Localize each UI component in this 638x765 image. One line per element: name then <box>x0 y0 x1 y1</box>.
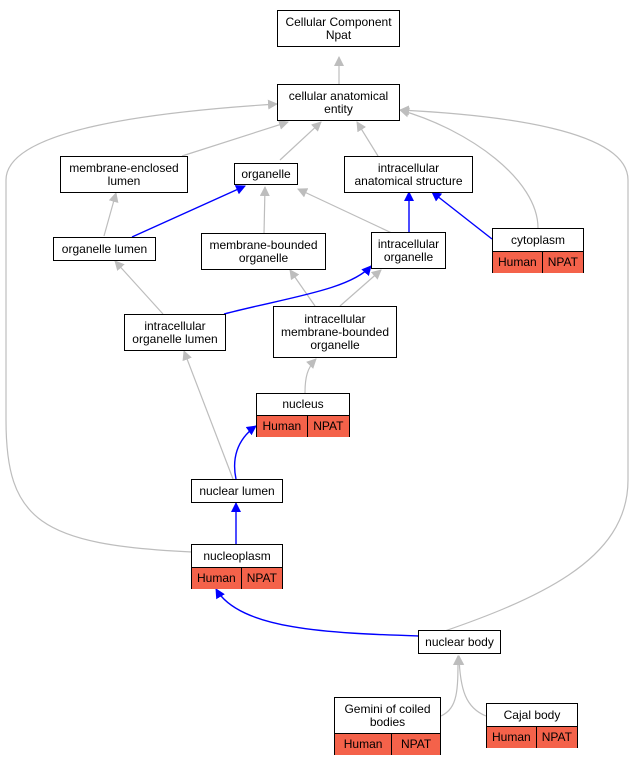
node-label-line: Cellular Component <box>285 14 392 29</box>
node-intracellular-membrane-bounded-organelle[interactable]: intracellular membrane-bounded organelle <box>273 306 397 358</box>
node-membrane-enclosed-lumen[interactable]: membrane-enclosed lumen <box>60 156 188 193</box>
node-label-line: intracellular <box>304 311 366 326</box>
edge-nucleoplasm-cae <box>5 99 278 553</box>
annotation-tag-gene: NPAT <box>541 252 584 273</box>
node-gemini-of-coiled-bodies[interactable]: Gemini of coiled bodies Human NPAT <box>334 697 441 755</box>
node-label-line: Npat <box>325 27 352 42</box>
edge-nb-nucleoplasm <box>215 588 419 637</box>
edge-nl-iol <box>182 350 234 480</box>
node-organelle-lumen[interactable]: organelle lumen <box>53 237 156 261</box>
node-label-line: organelle <box>238 250 289 265</box>
node-label-line: membrane-enclosed <box>69 160 179 175</box>
node-label-line: organelle lumen <box>132 331 218 346</box>
annotation-tag-species: Human <box>487 727 536 748</box>
node-nuclear-lumen[interactable]: nuclear lumen <box>191 479 283 503</box>
annotation-tag-species: Human <box>335 734 392 755</box>
node-label-line: anatomical structure <box>354 173 463 188</box>
node-label-line: entity <box>324 101 353 116</box>
annotation-tag-gene: NPAT <box>535 727 578 748</box>
node-label-line: membrane-bounded <box>280 324 390 339</box>
node-cellular-component-npat[interactable]: Cellular Component Npat <box>277 10 400 47</box>
edge-mbo-organelle <box>259 186 270 235</box>
edge-iol-ol <box>114 260 164 315</box>
edge-imbo-mbo <box>289 269 316 307</box>
edge-gemini-nb <box>440 655 463 717</box>
node-label-line: bodies <box>369 714 406 729</box>
edge-cytoplasm-cae <box>399 107 539 229</box>
edge-ol-organelle <box>131 185 246 238</box>
edge-iol-io <box>223 265 372 315</box>
node-label-line: cellular anatomical <box>288 88 389 103</box>
node-intracellular-anatomical-structure[interactable]: intracellular anatomical structure <box>344 156 473 193</box>
edge-ol-mel <box>103 192 119 237</box>
edge-mel-cae <box>181 119 289 157</box>
node-label-line: intracellular <box>144 318 206 333</box>
annotation-tag-gene: NPAT <box>391 734 441 755</box>
edge-ias-cae <box>356 121 379 157</box>
node-label-line: Gemini of coiled <box>344 701 431 716</box>
edge-nucleus-imbo <box>304 358 317 394</box>
node-label-line: membrane-bounded <box>209 237 318 252</box>
node-label-line: nuclear body <box>425 634 494 649</box>
edge-io-organelle <box>297 188 395 235</box>
node-label-line: nucleoplasm <box>203 548 271 563</box>
edge-organelle-cae <box>279 121 322 161</box>
annotation-tag-species: Human <box>192 568 241 589</box>
node-label-line: cytoplasm <box>510 232 566 247</box>
node-label-line: organelle <box>241 166 291 181</box>
node-label-line: organelle <box>383 249 434 264</box>
node-label-line: nuclear lumen <box>199 483 275 498</box>
node-nucleoplasm[interactable]: nucleoplasm Human NPAT <box>191 544 283 589</box>
node-label-line: organelle <box>310 337 360 352</box>
annotation-tag-species: Human <box>493 252 542 273</box>
annotation-tag-gene: NPAT <box>240 568 283 589</box>
node-nuclear-body[interactable]: nuclear body <box>418 630 501 654</box>
node-cellular-anatomical-entity[interactable]: cellular anatomical entity <box>277 84 400 121</box>
node-intracellular-organelle[interactable]: intracellular organelle <box>371 232 446 269</box>
node-label-line: intracellular <box>377 160 440 175</box>
node-cytoplasm[interactable]: cytoplasm Human NPAT <box>492 228 584 273</box>
edge-nl-nucleus <box>233 425 257 480</box>
node-label-line: intracellular <box>377 236 440 251</box>
edge-nb-cae <box>399 105 629 641</box>
node-label-line: nucleus <box>282 397 324 411</box>
node-label-line: Cajal body <box>503 707 561 722</box>
annotation-tag-gene: NPAT <box>306 416 350 437</box>
edge-imbo-io <box>339 269 382 307</box>
node-nucleus[interactable]: nucleus Human NPAT <box>256 393 350 437</box>
annotation-tag-species: Human <box>257 416 307 437</box>
edge-cajal-nb <box>454 655 487 717</box>
edge-cytoplasm-ias <box>431 191 493 240</box>
node-organelle[interactable]: organelle <box>234 163 298 185</box>
node-label-line: lumen <box>107 173 141 188</box>
node-intracellular-organelle-lumen[interactable]: intracellular organelle lumen <box>124 314 226 351</box>
node-label-line: organelle lumen <box>61 241 148 256</box>
node-membrane-bounded-organelle[interactable]: membrane-bounded organelle <box>201 233 326 270</box>
node-cajal-body[interactable]: Cajal body Human NPAT <box>486 703 578 748</box>
